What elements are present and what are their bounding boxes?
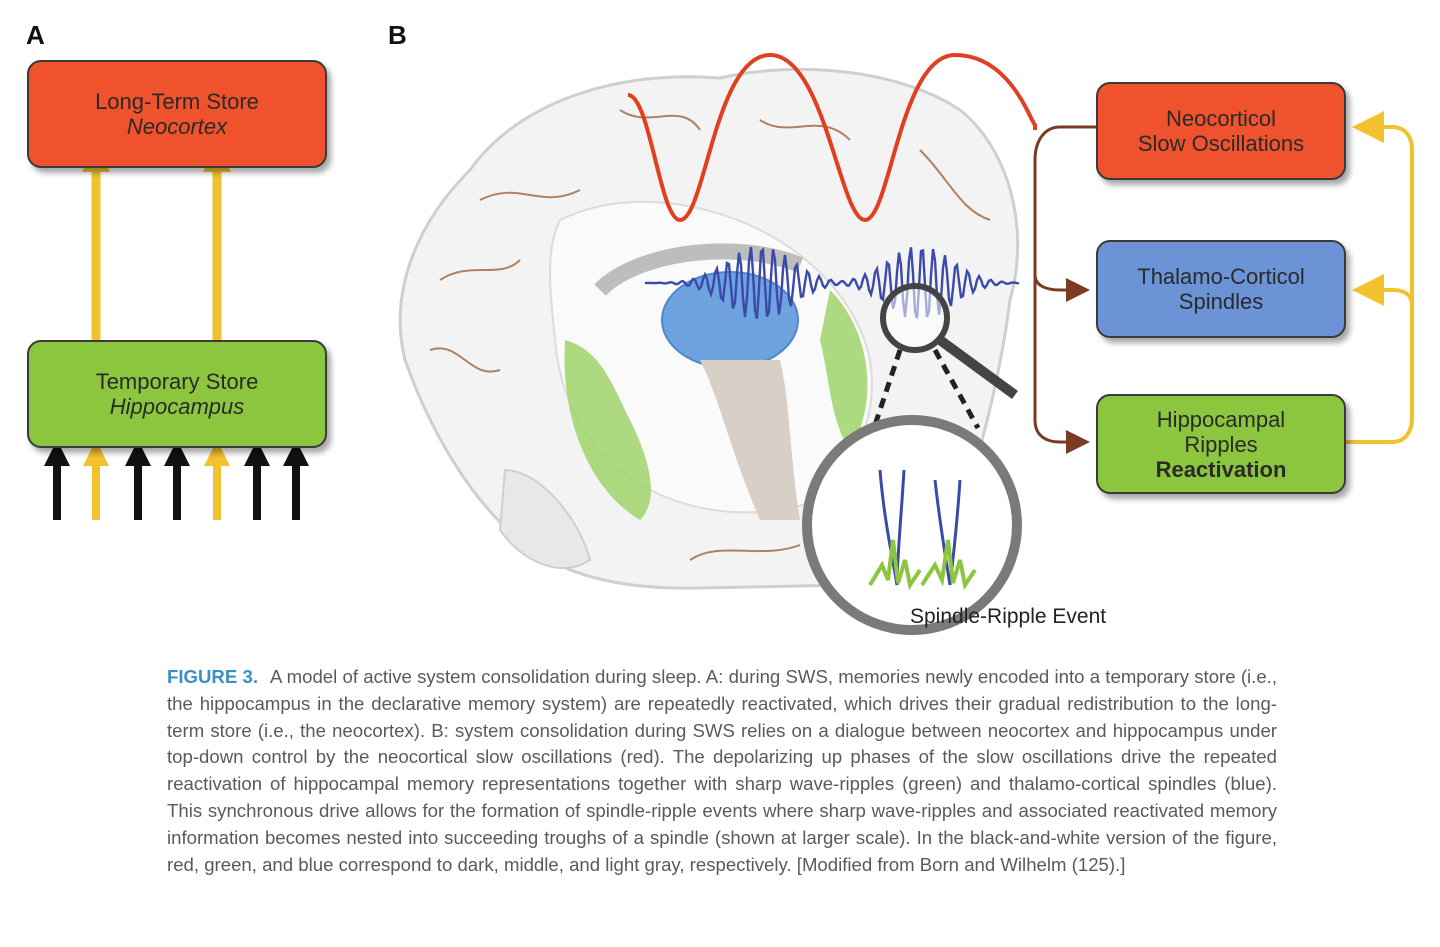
input-arrows <box>44 440 309 520</box>
feedback-arrows <box>1346 111 1414 444</box>
long-term-store-title: Long-Term Store <box>95 89 259 114</box>
long-term-store-subtitle: Neocortex <box>126 114 228 139</box>
spindle-ripple-zoom <box>802 415 1022 635</box>
slow-oscillations-line1: Neocorticol <box>1165 106 1277 131</box>
long-term-store-box: Long-Term Store Neocortex <box>27 60 327 168</box>
input-arrow-head <box>125 440 151 466</box>
top-down-arrows <box>1033 125 1096 454</box>
input-arrow-head <box>83 440 109 466</box>
slow-oscillations-line2: Slow Oscillations <box>1137 131 1305 156</box>
input-arrow-head <box>283 440 309 466</box>
spindle-ripple-event-label: Spindle-Ripple Event <box>910 605 1107 628</box>
caption-text: A model of active system consolidation d… <box>167 666 1277 875</box>
magnifier-icon <box>872 283 1018 430</box>
temporary-store-box: Temporary Store Hippocampus <box>27 340 327 448</box>
spindles-line1: Thalamo-Corticol <box>1137 264 1305 289</box>
ripples-line2: Ripples <box>1184 431 1258 457</box>
temporary-store-title: Temporary Store <box>95 369 259 394</box>
temporary-store-subtitle: Hippocampus <box>109 394 245 419</box>
spindles-box: Thalamo-Corticol Spindles <box>1096 240 1346 338</box>
panel-b-letter: B <box>388 20 407 50</box>
ripples-line1: Hippocampal <box>1156 406 1286 432</box>
figure-caption: FIGURE 3.A model of active system consol… <box>167 664 1277 878</box>
figure-label: FIGURE 3. <box>167 666 258 687</box>
spindles-line2: Spindles <box>1178 289 1264 314</box>
slow-oscillation-wave <box>627 52 1037 223</box>
input-arrow-head <box>164 440 190 466</box>
ripples-line3: Reactivation <box>1155 456 1287 482</box>
spindle-wave <box>644 246 1020 319</box>
input-arrow-head <box>44 440 70 466</box>
slow-oscillations-box: Neocorticol Slow Oscillations <box>1096 82 1346 180</box>
panel-a-letter: A <box>26 20 45 50</box>
input-arrow-head <box>204 440 230 466</box>
consolidation-arrows <box>82 146 231 352</box>
ripples-box: Hippocampal Ripples Reactivation <box>1096 394 1346 494</box>
input-arrow-head <box>244 440 270 466</box>
